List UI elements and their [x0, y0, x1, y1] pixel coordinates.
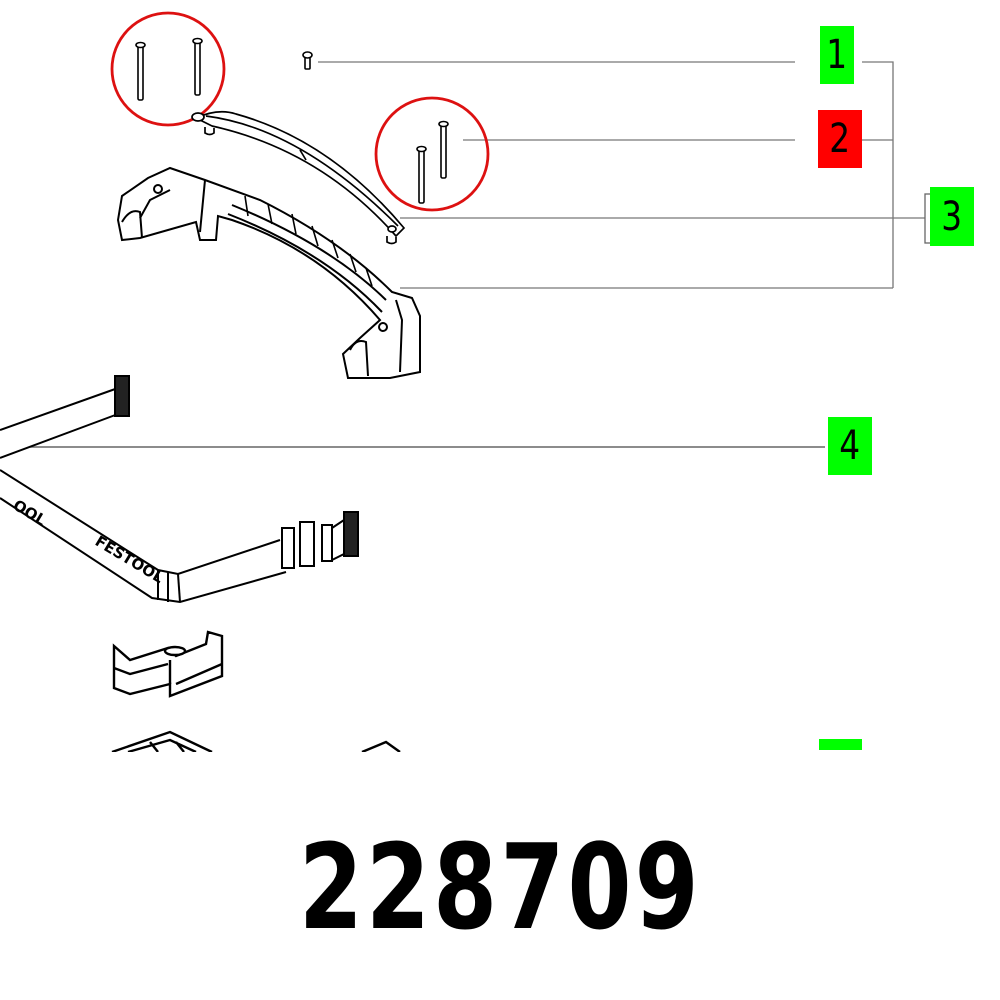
clamp-bracket-icon	[112, 630, 224, 698]
small-screw-icon	[302, 51, 313, 70]
callout-4-label: 4	[839, 423, 861, 469]
shoulder-strap-icon: OOL FESTOOL	[0, 375, 359, 604]
handle-cover-icon	[191, 110, 406, 245]
svg-text:OOL: OOL	[10, 496, 50, 530]
base-pads-icon	[111, 730, 401, 754]
screws-right-icon	[416, 120, 449, 204]
screws-left-icon	[135, 37, 203, 101]
handle-body-icon	[116, 166, 421, 379]
callout-5-partial[interactable]	[819, 739, 862, 750]
part-number-text: 228709	[298, 818, 702, 956]
callout-4[interactable]: 4	[828, 417, 872, 475]
part-number: 228709	[0, 828, 1000, 946]
callout-2[interactable]: 2	[818, 110, 862, 168]
callout-2-label: 2	[829, 116, 851, 162]
callout-1[interactable]: 1	[820, 26, 854, 84]
callout-3-label: 3	[941, 193, 963, 240]
leader-lines	[30, 61, 974, 448]
highlight-circle-left	[110, 11, 226, 127]
svg-text:FESTOOL: FESTOOL	[92, 532, 167, 587]
diagram-crop-mask	[0, 752, 1000, 1000]
callout-1-label: 1	[826, 32, 848, 78]
callout-3[interactable]: 3	[930, 187, 974, 246]
highlight-circle-right	[374, 96, 490, 212]
